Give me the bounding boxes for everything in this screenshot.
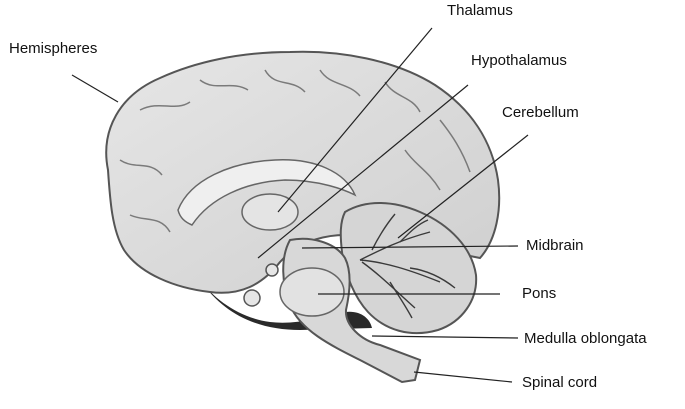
arbor-vitae bbox=[359, 213, 456, 319]
mammillary-body bbox=[265, 263, 279, 277]
leader-medulla bbox=[371, 335, 519, 339]
corpus-callosum bbox=[177, 159, 357, 226]
leader-spinal-cord bbox=[413, 371, 513, 383]
pons-shape bbox=[279, 267, 345, 317]
leader-hemispheres bbox=[71, 74, 119, 103]
leader-cerebellum bbox=[397, 134, 529, 239]
label-cerebellum: Cerebellum bbox=[502, 104, 579, 121]
label-spinal-cord: Spinal cord bbox=[522, 374, 598, 391]
label-medulla-oblongata: Medulla oblongata bbox=[524, 330, 647, 347]
label-thalamus: Thalamus bbox=[447, 2, 513, 19]
label-hemispheres: Hemispheres bbox=[9, 40, 98, 57]
label-hypothalamus: Hypothalamus bbox=[471, 52, 567, 69]
pituitary bbox=[243, 289, 261, 307]
thalamus-shape bbox=[241, 193, 299, 231]
leader-thalamus bbox=[277, 27, 433, 213]
leader-hypothalamus bbox=[257, 84, 469, 259]
label-pons: Pons bbox=[522, 285, 557, 302]
gyri bbox=[119, 69, 471, 233]
leader-midbrain bbox=[301, 245, 519, 249]
leader-lines bbox=[71, 27, 529, 383]
cerebellum-shape bbox=[339, 202, 478, 335]
label-midbrain: Midbrain bbox=[526, 237, 584, 254]
